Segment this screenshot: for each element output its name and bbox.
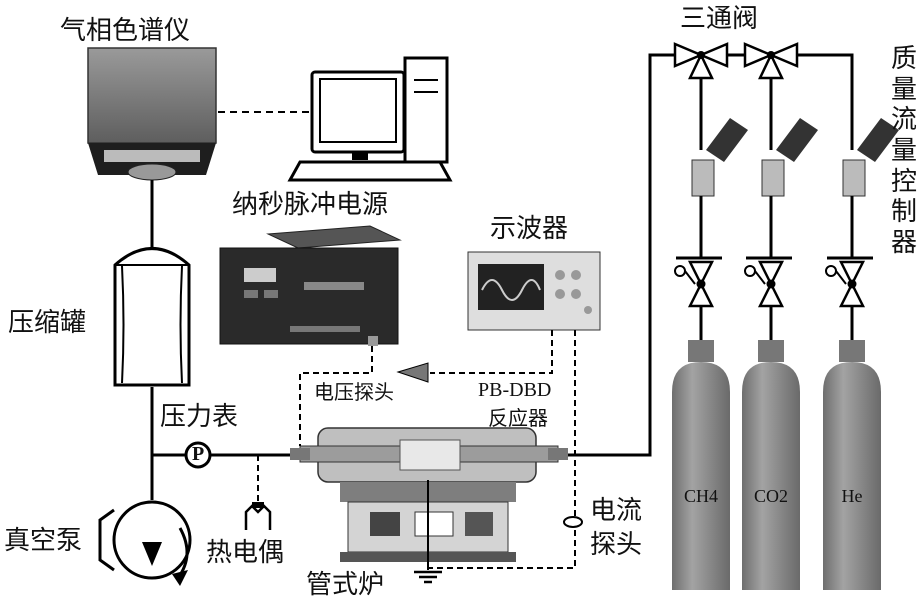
buffer-tank xyxy=(113,247,191,387)
gas-chromatograph xyxy=(87,47,217,181)
label-voltage-probe: 电压探头 xyxy=(314,380,394,404)
cylinder-label-he: He xyxy=(841,486,863,506)
current-probe-symbol xyxy=(563,516,583,528)
label-three-way-valve: 三通阀 xyxy=(680,4,759,34)
label-pulse-power: 纳秒脉冲电源 xyxy=(232,190,389,220)
regulator-3 xyxy=(825,256,873,340)
ground-symbol xyxy=(414,570,442,584)
label-current-probe-2: 探头 xyxy=(590,530,643,560)
label-buffer-tank: 压缩罐 xyxy=(8,308,87,338)
mass-flow-controller-2 xyxy=(761,118,818,197)
label-tube-furnace: 管式炉 xyxy=(306,570,385,600)
label-vacuum-pump: 真空泵 xyxy=(4,526,83,556)
gas-cylinder-he xyxy=(823,340,881,590)
regulator-2 xyxy=(744,256,792,340)
label-oscilloscope: 示波器 xyxy=(490,214,569,244)
oscilloscope xyxy=(467,251,601,331)
label-pressure-gauge: 压力表 xyxy=(160,402,239,432)
three-way-valve-2 xyxy=(743,42,799,80)
regulator-1 xyxy=(674,256,722,340)
label-reactor-line1: PB-DBD xyxy=(478,379,552,401)
thermocouple xyxy=(244,502,272,530)
pulse-power-supply xyxy=(219,225,402,346)
three-way-valve-1 xyxy=(673,42,729,80)
cylinder-label-co2: CO2 xyxy=(753,486,788,506)
gas-cylinder-co2 xyxy=(742,340,800,590)
gas-cylinder-ch4 xyxy=(672,340,730,590)
computer xyxy=(287,56,453,182)
pressure-symbol-letter: P xyxy=(192,443,205,465)
cylinder-label-ch4: CH4 xyxy=(683,486,718,506)
label-reactor-line2: 反应器 xyxy=(488,406,548,430)
label-mass-flow-controller: 质量流量控制器 xyxy=(890,44,917,259)
mass-flow-controller-1 xyxy=(691,118,748,197)
label-current-probe-1: 电流 xyxy=(590,496,643,526)
pressure-gauge-symbol xyxy=(184,441,212,469)
label-gas-chromatograph: 气相色谱仪 xyxy=(60,16,191,46)
mass-flow-controller-3 xyxy=(842,118,899,197)
label-thermocouple: 热电偶 xyxy=(206,538,285,568)
vacuum-pump xyxy=(98,500,192,586)
